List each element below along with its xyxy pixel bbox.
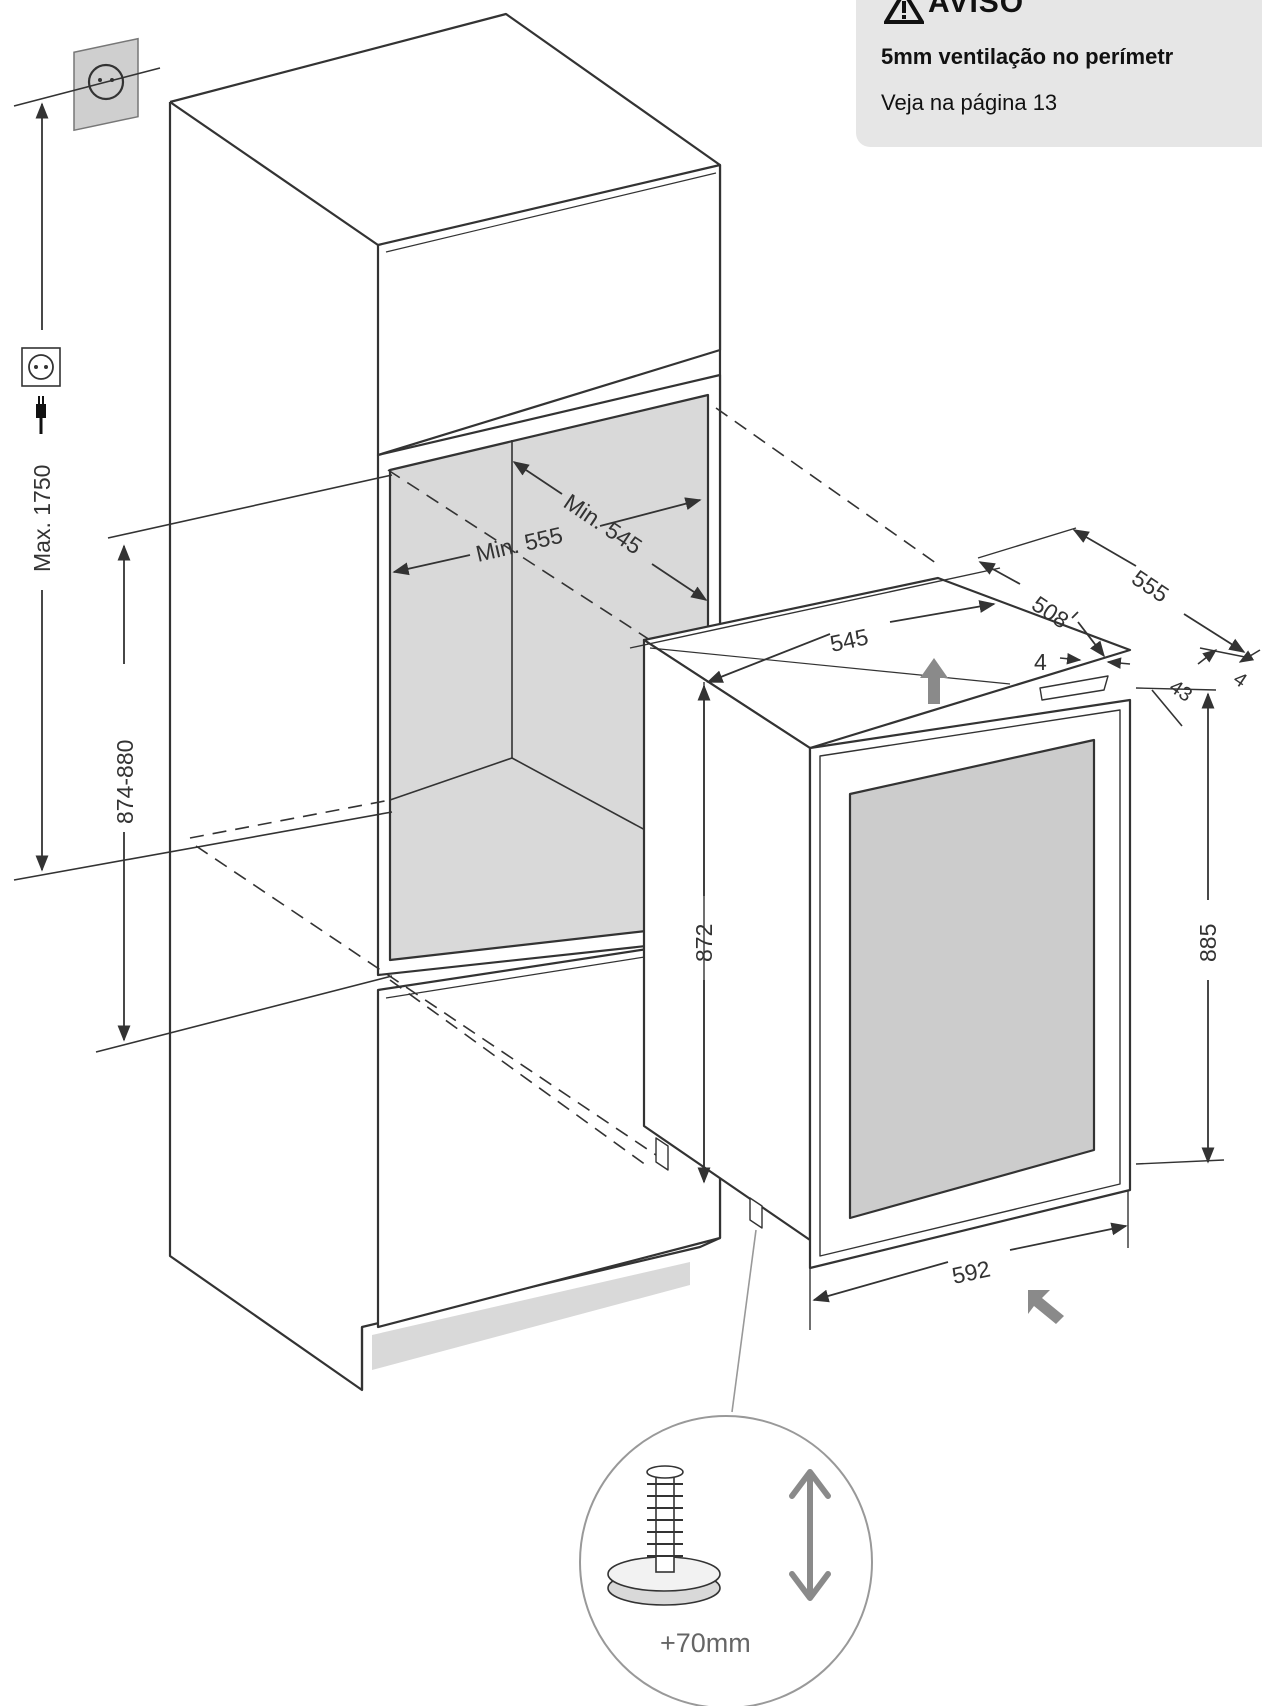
projection-dashed-lines xyxy=(189,407,941,1169)
foot-adjust-label: +70mm xyxy=(660,1628,751,1658)
reference-lines xyxy=(13,474,393,1053)
appliance-height-885-label: 885 xyxy=(1195,924,1221,962)
tall-cabinet xyxy=(168,12,722,1392)
gap-4-right-label: 4 xyxy=(1229,668,1251,692)
warning-ventilation-text: 5mm ventilação no perímetr xyxy=(881,44,1174,69)
foot-detail-leader xyxy=(731,1229,757,1413)
wall-socket-icon xyxy=(13,37,161,132)
wine-cooler-appliance xyxy=(642,576,1132,1270)
gap-43-label: 43 xyxy=(1165,676,1196,707)
gap-dimensions xyxy=(1059,647,1261,727)
door-glass xyxy=(848,738,1096,1220)
warning-title: AVISO xyxy=(928,0,1025,19)
adjustable-foot-detail: +70mm xyxy=(579,1415,873,1706)
ventilation-front-arrow-icon xyxy=(1028,1290,1064,1324)
warning-page-reference: Veja na página 13 xyxy=(881,90,1058,115)
appliance-width-dimension xyxy=(809,1190,1129,1330)
height-adjust-arrow-icon xyxy=(789,1469,831,1601)
appliance-height-885-dimension xyxy=(1135,687,1225,1165)
ventilation-up-arrow-icon xyxy=(920,658,948,704)
depth-555-dimension xyxy=(1072,529,1246,653)
appliance-width-label: 592 xyxy=(950,1255,993,1288)
depth-508-dimension xyxy=(977,527,1105,658)
max-height-label: Max. 1750 xyxy=(29,465,55,572)
appliance-height-872-label: 872 xyxy=(691,924,717,962)
warning-box xyxy=(856,0,1262,147)
depth-555-label: 555 xyxy=(1127,565,1173,608)
socket-plug-icon xyxy=(21,347,61,434)
warning-triangle-icon xyxy=(884,0,924,24)
niche-depth-dimension xyxy=(512,461,708,601)
niche-height-label: 874-880 xyxy=(112,740,138,824)
gap-4-left-label: 4 xyxy=(1034,649,1047,675)
appliance-depth-dimension xyxy=(629,567,1079,683)
niche-width-dimension xyxy=(392,497,702,576)
